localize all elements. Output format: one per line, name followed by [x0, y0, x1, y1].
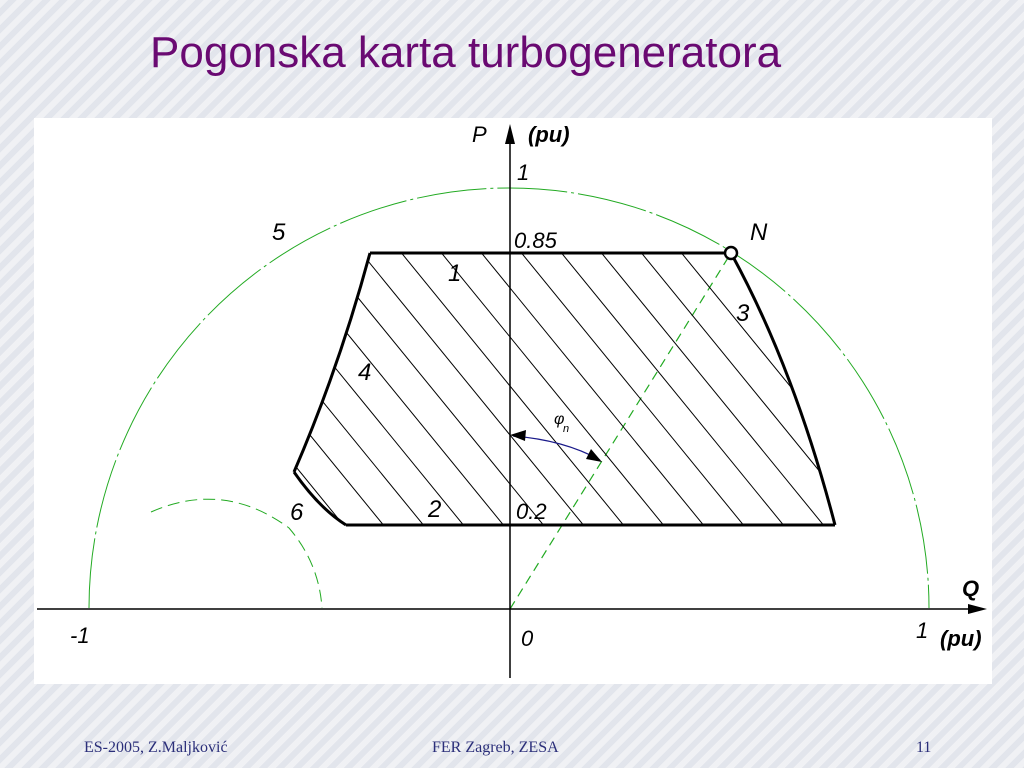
slide-title: Pogonska karta turbogeneratora [150, 28, 782, 77]
footer-institution: FER Zagreb, ZESA [432, 739, 559, 756]
p-axis-arrow-icon [505, 124, 515, 144]
tick-p-02: 0.2 [516, 499, 547, 524]
generator-capability-diagram: P (pu) Q (pu) 1 0.85 0.2 -1 1 0 N φ n 1 … [37, 122, 987, 678]
region-label-3: 3 [736, 300, 750, 327]
p-axis-unit: (pu) [528, 122, 570, 147]
diagram-panel: P (pu) Q (pu) 1 0.85 0.2 -1 1 0 N φ n 1 … [34, 118, 992, 684]
p-axis-label: P [472, 122, 487, 147]
angle-subscript-label: n [563, 423, 569, 435]
angle-symbol-label: φ [554, 411, 564, 428]
unit-circle-guide [88, 187, 930, 609]
stability-circle-guide [150, 498, 323, 609]
rated-point-n-marker [723, 245, 739, 261]
angle-arrow-left-icon [510, 430, 526, 441]
tick-p-one: 1 [517, 160, 529, 185]
region-label-4: 4 [358, 359, 371, 386]
operating-region-hatch [294, 253, 835, 525]
origin-label: 0 [521, 626, 534, 651]
point-n-label: N [750, 219, 768, 246]
angle-arrow-right-icon [586, 449, 602, 462]
boundary-3-stator-limit [729, 252, 837, 526]
footer-author: ES-2005, Z.Maljković [84, 739, 228, 756]
boundary-6-stability-limit [292, 471, 347, 527]
q-axis-unit: (pu) [940, 626, 982, 651]
region-label-1: 1 [448, 260, 461, 287]
slide-number: 11 [916, 739, 932, 756]
region-label-5: 5 [272, 219, 286, 246]
boundary-4-rotor-limit [292, 252, 372, 473]
tick-p-085: 0.85 [514, 228, 558, 253]
region-label-2: 2 [427, 496, 441, 523]
q-axis-label: Q [962, 576, 979, 601]
rated-point-line [509, 252, 732, 610]
tick-q-minus-one: -1 [70, 623, 90, 648]
tick-q-one: 1 [916, 618, 928, 643]
q-axis-arrow-icon [968, 604, 987, 614]
region-label-6: 6 [290, 499, 304, 526]
angle-arc [512, 435, 601, 461]
